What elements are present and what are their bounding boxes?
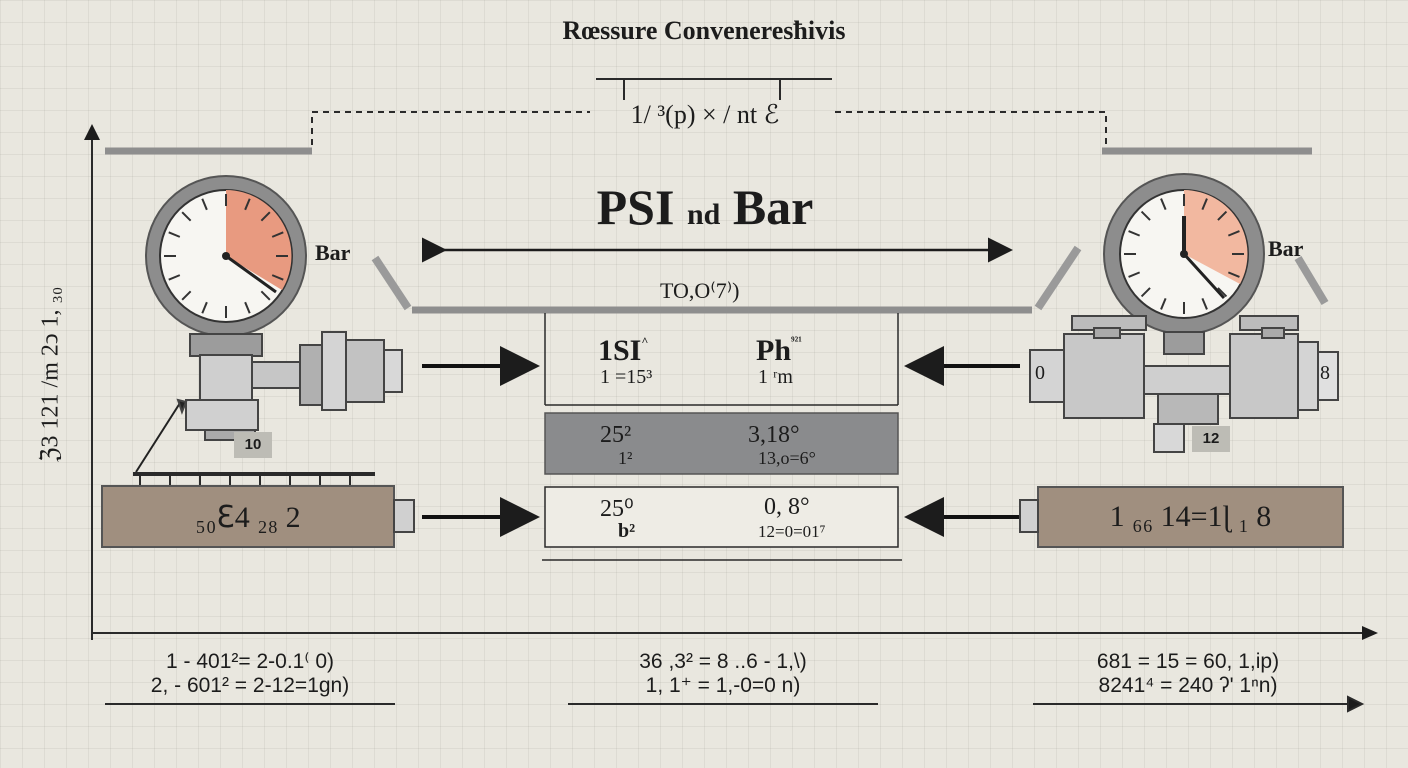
right-box-text: 1 ₆₆ 14=1ɭ ₁ 8 [1109,500,1272,533]
gauge-tick [1227,271,1240,278]
conversion-table [542,313,902,561]
gauge-tick [1201,198,1208,211]
right-tag: 12 [1192,426,1230,452]
bottom-mid-formulas: 36 ,3² = 8 ..6 - 1,\) 1, 1⁺ = 1,-0=0 n) [568,650,878,698]
bottom-left-line-1: 1 - 401²= 2-0.1⁽ 0) [166,650,334,673]
right-pipe-assembly [1029,315,1339,453]
bottom-mid-line-2: 1, 1⁺ = 1,-0=0 n) [645,674,801,697]
gauge-tick [271,231,284,238]
bottom-right-line-2: 8241⁴ = 240 ʔ' 1ⁿn) [1098,674,1278,697]
left-valve-label: 0 [1035,362,1045,384]
gauge-tick [260,211,271,222]
gauge-tick [1201,297,1208,310]
gauge-tick [168,274,181,281]
axes [84,124,1378,640]
bottom-right-formulas: 681 = 15 = 60, 1,ip) 8241⁴ = 240 ʔ' 1ⁿn) [1033,650,1343,698]
left-platform [133,472,375,476]
left-tag: 10 [234,432,272,458]
cell-r3c1-bot: b² [618,520,636,542]
gauge-tick [244,198,251,211]
bottom-left-line-2: 2, - 601² = 2-12=1gn) [150,674,350,697]
page-title: Rœssure Conveneresħivis [562,16,846,45]
gauge-tick [168,231,181,238]
formula-bracket [105,78,1312,155]
cell-r1c1-top: 1SI^ [598,334,649,367]
cell-r3c2-bot: 12=0=01⁷ [758,522,826,541]
heading-left: PSI [596,179,675,235]
gauge-tick [181,290,192,301]
gauge-tick [1217,287,1228,298]
cell-r2c1-bot: 1² [618,448,633,468]
left-box-text: ₅₀ℇ4 ₂₈ 2 [195,501,301,534]
gauge-tick [1140,210,1151,221]
gauge-tick [1128,271,1141,278]
gauge-tick [1140,287,1151,298]
gauge-tick [201,301,208,314]
bottom-mid-line-1: 36 ,3² = 8 ..6 - 1,\) [639,650,807,673]
gauge-tick [260,290,271,301]
panel-label: TO,O⁽7⁾) [660,278,740,303]
cell-r2c2-top: 3,18° [748,422,800,448]
gauge-tick [271,274,284,281]
cell-r3c2-top: 0, 8° [764,494,810,520]
gauge-tick [244,301,251,314]
bottom-left-formulas: 1 - 401²= 2-0.1⁽ 0) 2, - 601² = 2-12=1gn… [100,650,400,698]
right-valve-label: 8 [1320,362,1330,384]
bottom-lines [105,695,1365,713]
left-gauge-label: Bar [315,240,351,265]
panel-beam [371,245,1329,314]
y-axis-label: ℨ3 121 /m 2ↄ 1, ₃₀ [37,286,64,463]
cell-r1c2-top: Ph⁹²¹ [756,334,802,367]
bottom-right-line-1: 681 = 15 = 60, 1,ip) [1096,650,1280,673]
right-gauge-label: Bar [1268,236,1304,261]
gauge-tick [1128,230,1141,237]
cell-r1c1-bot: 1 =15³ [600,366,653,388]
gauge-tick [1217,210,1228,221]
heading-mid: nd [686,198,721,231]
cell-r2c1-top: 25² [600,422,632,448]
left-gauge [145,175,307,357]
left-pipe-assembly [135,331,403,473]
heading-right: Bar [732,179,814,235]
right-gauge [1103,173,1265,355]
cell-r2c2-bot: 13,o=6° [758,448,816,468]
cell-r3c1-top: 25⁰ [600,496,634,522]
gauge-tick [1227,230,1240,237]
gauge-tick [181,211,192,222]
main-heading: PSI nd Bar [520,178,890,236]
conversion-formula: 1/ ³(p) × / nt ℰ [630,100,780,129]
cell-r1c2-bot: 1 ʳm [758,366,793,388]
gauge-tick [201,198,208,211]
left-brown-box [101,485,395,548]
right-brown-box [1037,486,1344,548]
flow-arrows [422,346,1020,537]
gauge-tick [1160,297,1167,310]
gauge-tick [1160,198,1167,211]
